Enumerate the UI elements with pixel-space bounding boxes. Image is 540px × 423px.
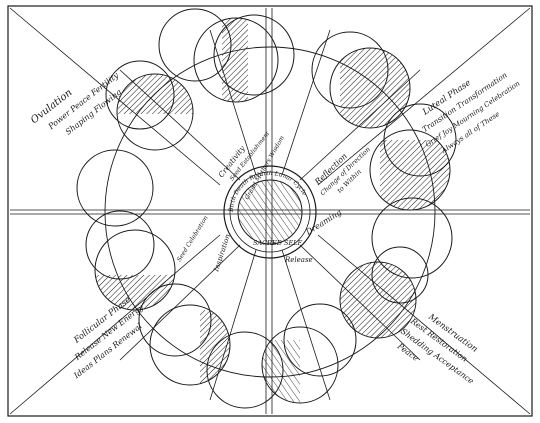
moon-phase-1 xyxy=(193,14,295,103)
center-label-bottom: SACRED SELF xyxy=(253,239,303,247)
moon-phase-11 xyxy=(105,60,194,151)
outer-frame xyxy=(7,5,533,417)
moon-phase-9 xyxy=(85,210,176,311)
moon-phase-2 xyxy=(311,31,411,129)
seed-celebration-label: Seed Celebration xyxy=(176,215,210,263)
quadrant-bottom-left: Follicular Phase Release New Energy Idea… xyxy=(71,295,145,381)
dreaming-label: Dreaming xyxy=(303,208,343,237)
moon-phase-12 xyxy=(158,8,232,82)
quadrant-top-right: Luteal Phase Transition Transformation G… xyxy=(420,70,522,155)
release-label: Release xyxy=(284,256,313,264)
moon-phase-6 xyxy=(261,303,357,404)
quadrant-top-left: Ovulation Power Peace Fertility Shaping … xyxy=(29,70,123,136)
moon-phase-4 xyxy=(371,197,453,279)
moon-phases xyxy=(76,8,457,409)
moon-phase-10 xyxy=(76,149,154,227)
guide-lines xyxy=(9,7,531,415)
